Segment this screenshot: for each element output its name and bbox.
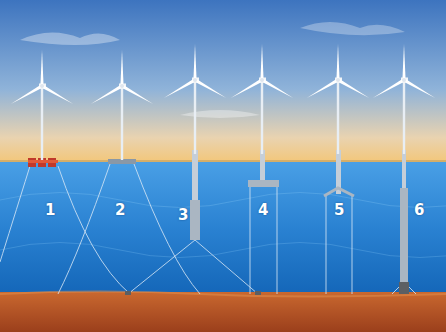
callout-number: 6: [414, 203, 424, 218]
callout-number: 5: [334, 203, 344, 218]
callout-number: 3: [178, 208, 188, 223]
callout-number: 2: [115, 203, 125, 218]
callout-number: 4: [258, 203, 268, 218]
callout-number: 1: [45, 203, 55, 218]
